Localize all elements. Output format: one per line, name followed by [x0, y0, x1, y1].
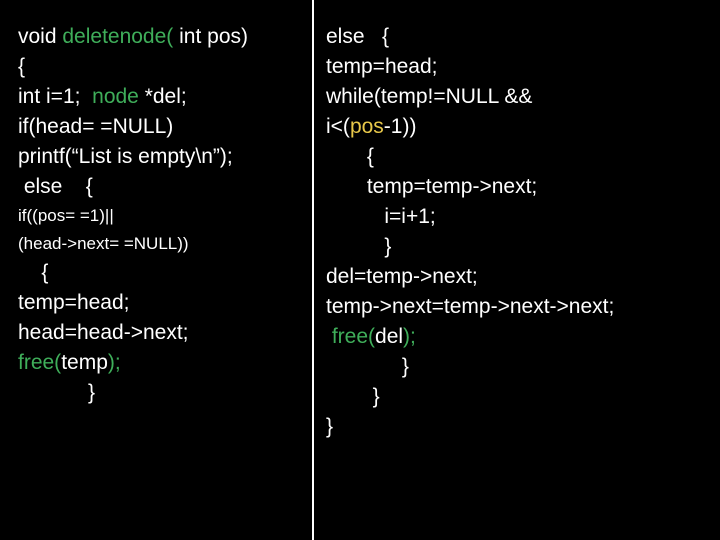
code-token: del=temp->next;: [326, 265, 478, 288]
code-token: }: [326, 355, 409, 378]
code-line: else {: [18, 172, 308, 202]
code-line: i<(pos-1)): [326, 112, 706, 142]
code-line: }: [18, 378, 308, 408]
code-token: );: [403, 325, 416, 348]
code-line: del=temp->next;: [326, 262, 706, 292]
code-token: temp=head;: [326, 55, 438, 78]
code-token: else {: [326, 25, 390, 48]
code-token: }: [326, 235, 392, 258]
code-token: *del;: [138, 85, 187, 108]
code-token: temp->next=temp->next->next;: [326, 295, 615, 318]
left-code-block: void deletenode( int pos) { int i=1; node …: [18, 22, 308, 408]
code-line: if(head= =NULL): [18, 112, 308, 142]
code-line: {: [326, 142, 706, 172]
code-token: free(: [326, 325, 376, 348]
code-token: }: [18, 381, 96, 404]
code-line: i=i+1;: [326, 202, 706, 232]
code-line: {: [18, 52, 308, 82]
code-line: void deletenode( int pos): [18, 22, 308, 52]
code-token: }: [326, 415, 334, 438]
code-token: printf(“List is empty\n”);: [18, 145, 233, 168]
code-token: -1)): [383, 115, 417, 138]
code-token: head=head->next;: [18, 321, 189, 344]
right-code-block: else { temp=head; while(temp!=NULL && i<(po…: [326, 22, 706, 442]
code-line: }: [326, 412, 706, 442]
code-token: {: [18, 55, 26, 78]
code-token: free(: [18, 351, 62, 374]
code-line: temp=head;: [326, 52, 706, 82]
code-token: temp: [61, 351, 108, 374]
column-divider: [312, 0, 314, 540]
code-token: temp=temp->next;: [326, 175, 538, 198]
code-line: {: [18, 258, 308, 288]
code-token: if(head= =NULL): [18, 115, 174, 138]
code-line: }: [326, 382, 706, 412]
code-token: deletenode(: [62, 25, 174, 48]
code-line: (head->next= =NULL)): [18, 230, 308, 258]
code-token: del: [375, 325, 404, 348]
code-line: temp=head;: [18, 288, 308, 318]
code-token: if((pos= =1)||: [18, 206, 114, 225]
code-line: free(temp);: [18, 348, 308, 378]
code-line: head=head->next;: [18, 318, 308, 348]
code-token: temp=head;: [18, 291, 130, 314]
code-token: else {: [18, 175, 93, 198]
code-token: {: [18, 261, 49, 284]
code-token: i<(: [326, 115, 350, 138]
code-line: free(del);: [326, 322, 706, 352]
code-token: node: [92, 85, 139, 108]
code-token: void: [18, 25, 63, 48]
code-line: printf(“List is empty\n”);: [18, 142, 308, 172]
code-line: else {: [326, 22, 706, 52]
code-token: (head->next= =NULL)): [18, 234, 189, 253]
code-line: if((pos= =1)||: [18, 202, 308, 230]
code-line: }: [326, 352, 706, 382]
code-line: temp->next=temp->next->next;: [326, 292, 706, 322]
code-line: int i=1; node *del;: [18, 82, 308, 112]
code-token: pos: [349, 115, 384, 138]
code-token: }: [326, 385, 380, 408]
code-token: {: [326, 145, 374, 168]
code-line: while(temp!=NULL &&: [326, 82, 706, 112]
code-line: }: [326, 232, 706, 262]
code-token: i=i+1;: [326, 205, 436, 228]
code-line: temp=temp->next;: [326, 172, 706, 202]
code-token: int pos): [173, 25, 248, 48]
code-token: while(temp!=NULL &&: [326, 85, 533, 108]
code-token: );: [107, 351, 121, 374]
code-token: int i=1;: [18, 85, 93, 108]
